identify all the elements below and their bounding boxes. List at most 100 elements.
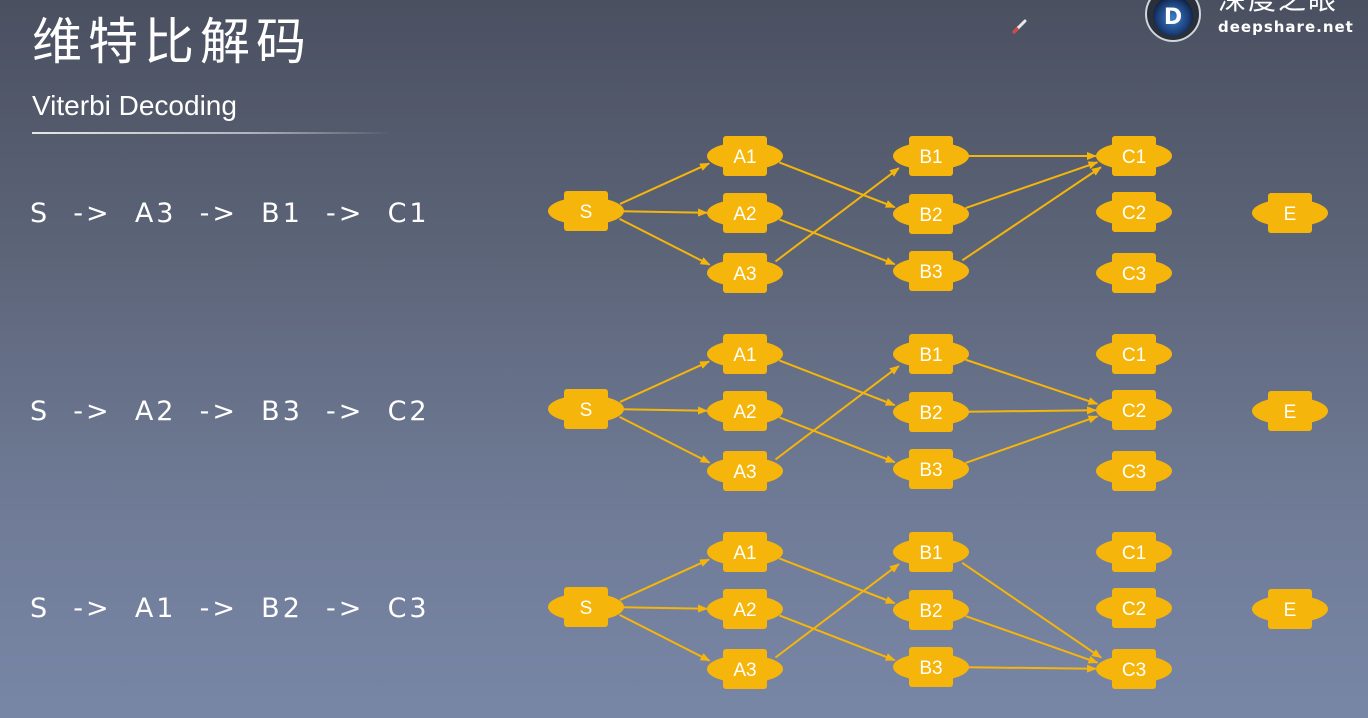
node-a1-3: A1 <box>707 532 783 572</box>
edge-s-a2-2 <box>621 406 709 415</box>
node-s-1: S <box>548 191 624 231</box>
node-b1-2: B1 <box>893 334 969 374</box>
node-c1-1: C1 <box>1096 136 1172 176</box>
node-b2-1: B2 <box>893 194 969 234</box>
edge-s-a3-1 <box>619 217 711 266</box>
node-label: E <box>1284 204 1297 225</box>
edge-b3-c3-3 <box>966 664 1098 673</box>
node-e-2: E <box>1252 391 1328 431</box>
deepshare-logo: D 深度之眼 deepshare.net <box>1144 0 1368 44</box>
node-label: A3 <box>733 660 756 681</box>
edge-s-a1-3 <box>619 558 710 601</box>
node-a2-3: A2 <box>707 589 783 629</box>
node-c2-2: C2 <box>1096 390 1172 430</box>
node-c2-3: C2 <box>1096 588 1172 628</box>
edge-s-a2-1 <box>621 208 709 217</box>
node-label: E <box>1284 600 1297 621</box>
node-c3-1: C3 <box>1096 253 1172 293</box>
title-underline <box>32 132 392 134</box>
node-label: A1 <box>733 147 756 168</box>
edge-s-a1-1 <box>619 162 710 205</box>
edge-a2-b3-1 <box>779 218 896 266</box>
node-label: B3 <box>919 460 942 481</box>
node-e-3: E <box>1252 589 1328 629</box>
node-label: C1 <box>1122 543 1146 564</box>
node-label: S <box>580 598 593 619</box>
node-c3-2: C3 <box>1096 451 1172 491</box>
edge-a1-b2-2 <box>779 359 896 407</box>
node-a1-2: A1 <box>707 334 783 374</box>
node-b3-2: B3 <box>893 449 969 489</box>
logo-chinese-text: 深度之眼 <box>1218 0 1338 16</box>
node-label: E <box>1284 402 1297 423</box>
slide-subtitle: Viterbi Decoding <box>32 90 237 121</box>
edge-a2-b3-2 <box>779 416 896 464</box>
edge-s-a3-3 <box>619 613 711 662</box>
node-label: B3 <box>919 658 942 679</box>
node-label: A2 <box>733 402 756 423</box>
node-b2-3: B2 <box>893 590 969 630</box>
slide-title: 维特比解码 <box>32 13 312 71</box>
node-label: A1 <box>733 345 756 366</box>
edge-b2-c3-3 <box>965 615 1099 664</box>
node-label: B1 <box>919 543 942 564</box>
edge-a1-b2-1 <box>779 161 896 209</box>
node-label: C3 <box>1122 264 1146 285</box>
logo-url-text: deepshare.net <box>1218 18 1354 36</box>
node-label: C1 <box>1122 147 1146 168</box>
node-label: A1 <box>733 543 756 564</box>
edge-b1-c3-3 <box>961 561 1102 659</box>
node-a3-2: A3 <box>707 451 783 491</box>
path-label-3: S -> A1 -> B2 -> C3 <box>30 593 430 624</box>
node-label: C2 <box>1122 599 1146 620</box>
edge-a3-b1-3 <box>774 563 900 659</box>
node-c1-3: C1 <box>1096 532 1172 572</box>
node-label: A3 <box>733 264 756 285</box>
node-label: B1 <box>919 147 942 168</box>
edge-b3-c1-1 <box>961 166 1102 262</box>
node-label: C2 <box>1122 401 1146 422</box>
path-label-1: S -> A3 -> B1 -> C1 <box>30 198 430 229</box>
node-label: A2 <box>733 204 756 225</box>
node-a3-3: A3 <box>707 649 783 689</box>
node-label: C3 <box>1122 462 1146 483</box>
edge-b3-c2-2 <box>965 415 1099 464</box>
node-label: C3 <box>1122 660 1146 681</box>
node-b1-1: B1 <box>893 136 969 176</box>
edge-s-a1-2 <box>619 360 710 403</box>
node-label: A2 <box>733 600 756 621</box>
pen-icon[interactable] <box>1010 16 1030 36</box>
node-b1-3: B1 <box>893 532 969 572</box>
node-label: B2 <box>919 403 942 424</box>
node-a3-1: A3 <box>707 253 783 293</box>
node-label: C1 <box>1122 345 1146 366</box>
node-label: S <box>580 400 593 421</box>
edge-a3-b1-2 <box>774 365 900 461</box>
node-label: B2 <box>919 601 942 622</box>
node-c1-2: C1 <box>1096 334 1172 374</box>
node-b2-2: B2 <box>893 392 969 432</box>
node-label: C2 <box>1122 203 1146 224</box>
edge-b2-c1-1 <box>965 161 1099 210</box>
node-c2-1: C2 <box>1096 192 1172 232</box>
edge-s-a2-3 <box>621 604 709 613</box>
badge-letter: D <box>1164 5 1182 30</box>
node-b3-1: B3 <box>893 251 969 291</box>
edge-a1-b2-3 <box>779 557 896 605</box>
edge-a3-b1-1 <box>774 167 900 263</box>
node-e-1: E <box>1252 193 1328 233</box>
path-label-2: S -> A2 -> B3 -> C2 <box>30 396 430 427</box>
node-a2-2: A2 <box>707 391 783 431</box>
node-label: S <box>580 202 593 223</box>
node-c3-3: C3 <box>1096 649 1172 689</box>
node-label: B1 <box>919 345 942 366</box>
node-label: B3 <box>919 262 942 283</box>
node-a2-1: A2 <box>707 193 783 233</box>
node-a1-1: A1 <box>707 136 783 176</box>
edge-s-a3-2 <box>619 415 711 464</box>
node-b3-3: B3 <box>893 647 969 687</box>
edge-a2-b3-3 <box>779 614 896 662</box>
edge-b2-c2-2 <box>966 406 1098 415</box>
node-label: B2 <box>919 205 942 226</box>
